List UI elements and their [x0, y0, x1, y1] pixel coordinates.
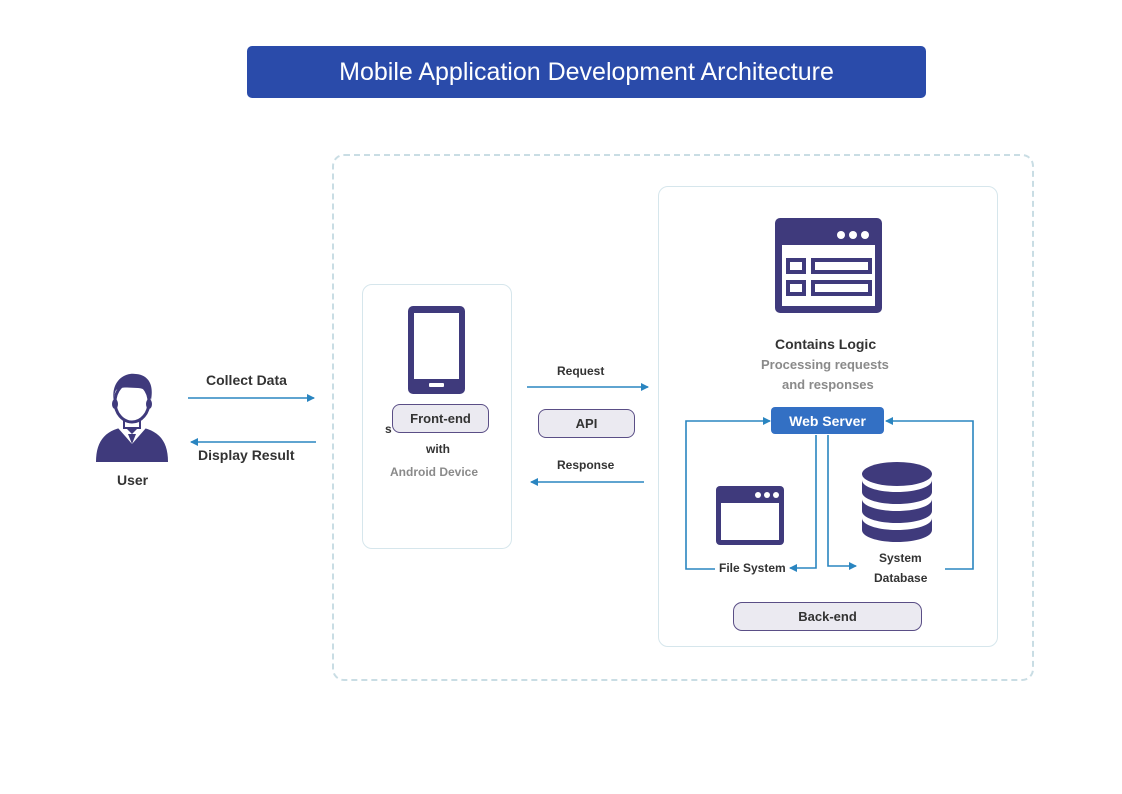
file-system-label: File System	[719, 561, 786, 575]
collect-data-label: Collect Data	[206, 372, 287, 388]
database-icon	[862, 462, 932, 542]
user-label: User	[117, 472, 149, 488]
database-to-webserver-arrow	[885, 417, 974, 570]
logic-desc-line1: Processing requests	[761, 357, 889, 372]
system-boundary	[332, 154, 1034, 681]
frontend-hidden-fragment: s	[385, 422, 392, 436]
backend-pill: Back-end	[733, 602, 922, 631]
response-label: Response	[557, 458, 615, 472]
frontend-device-label: Android Device	[390, 465, 479, 479]
frontend-pill: Front-end	[392, 404, 489, 433]
database-label-line1: System	[879, 551, 922, 565]
api-pill: API	[538, 409, 635, 438]
webserver-to-filesystem-arrow	[789, 435, 817, 572]
web-server-box: Web Server	[771, 407, 884, 434]
logic-desc-line2: and responses	[782, 377, 874, 392]
file-system-icon	[716, 486, 784, 545]
display-result-label: Display Result	[198, 447, 295, 463]
request-label: Request	[557, 364, 605, 378]
webserver-to-database-arrow	[827, 435, 857, 570]
browser-window-icon	[775, 218, 882, 313]
smartphone-icon	[408, 306, 465, 394]
logic-title: Contains Logic	[775, 336, 877, 352]
frontend-with-label: with	[426, 442, 450, 456]
database-label-line2: Database	[874, 571, 928, 585]
filesystem-to-webserver-arrow	[685, 417, 771, 570]
user-icon	[94, 372, 170, 464]
page-title: Mobile Application Development Architect…	[247, 46, 926, 98]
